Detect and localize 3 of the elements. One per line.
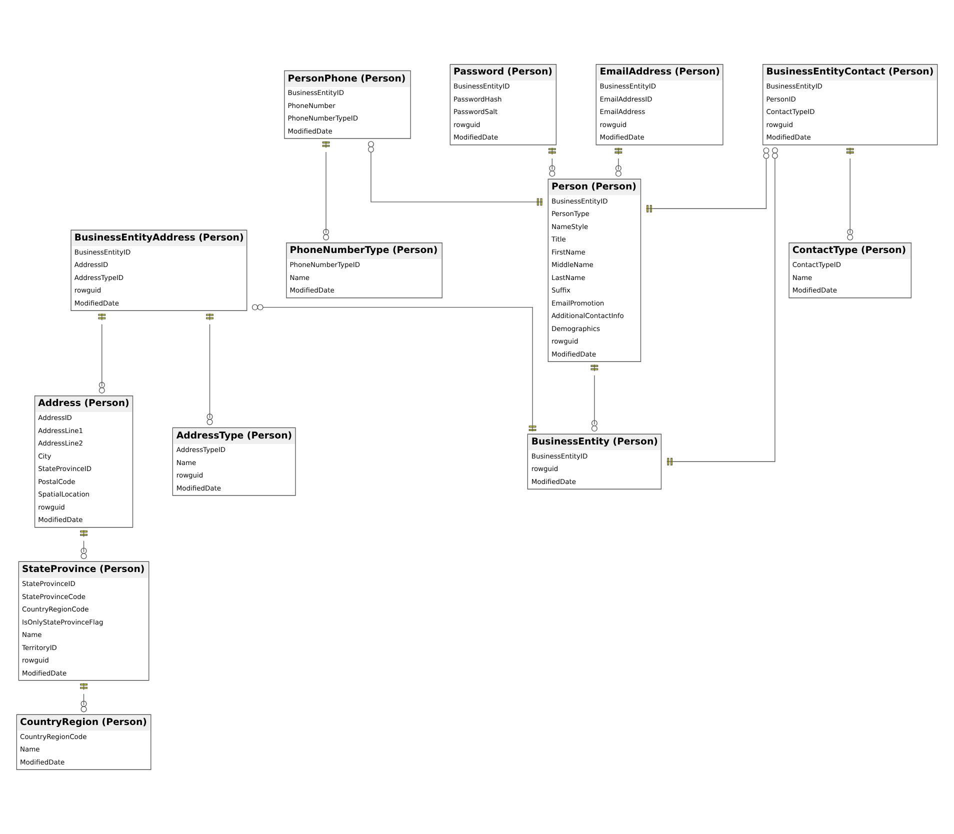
connector [590, 364, 598, 432]
connector [614, 147, 622, 177]
connector [368, 141, 543, 206]
